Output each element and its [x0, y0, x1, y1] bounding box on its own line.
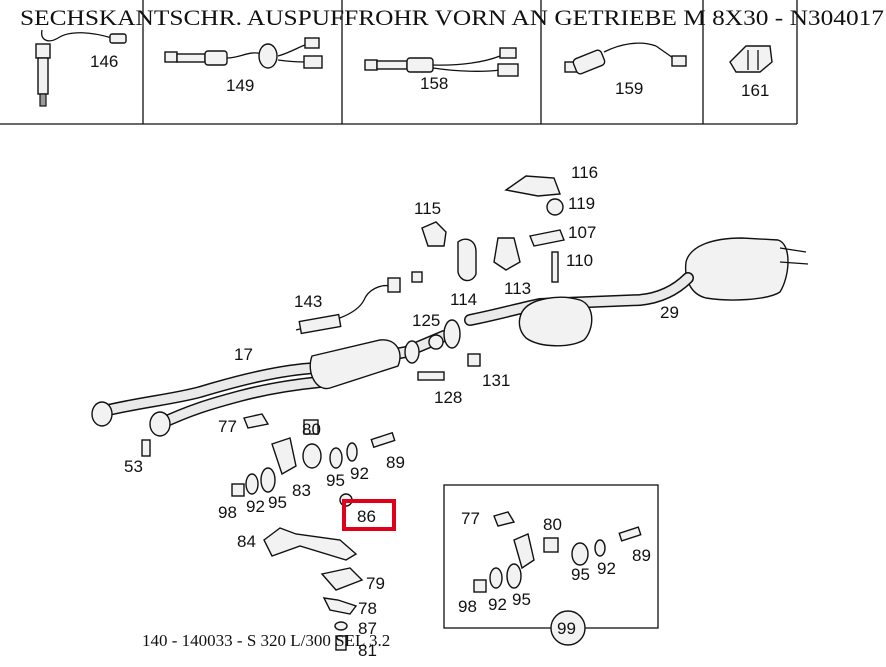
callout-161[interactable]: 161	[741, 81, 769, 100]
inset-callout-89[interactable]: 89	[632, 546, 651, 565]
callout-98[interactable]: 98	[218, 503, 237, 522]
highlight-box-86	[342, 499, 396, 531]
callout-80[interactable]: 80	[302, 420, 321, 439]
callout-146[interactable]: 146	[90, 52, 118, 71]
inset-callout-98[interactable]: 98	[458, 597, 477, 616]
callout-114[interactable]: 114	[450, 290, 477, 309]
inset-detail: 77 80 89 95 92 98 92 95 99	[443, 484, 659, 646]
callout-113[interactable]: 113	[504, 279, 531, 298]
exhaust-system-drawing: 116 119 115 107 110 114 113 143 125 29 1…	[91, 163, 809, 660]
callout-29[interactable]: 29	[660, 303, 679, 322]
part-161-drawing	[729, 45, 773, 73]
part-149-drawing	[164, 37, 323, 69]
callout-87[interactable]: 87	[358, 619, 377, 638]
part-159-drawing	[564, 42, 687, 75]
callout-158[interactable]: 158	[420, 74, 448, 93]
header-parts-strip: 146 149 158 159 161	[0, 0, 798, 125]
part-158-drawing	[364, 47, 519, 77]
callout-95-b[interactable]: 95	[268, 493, 287, 512]
callout-86[interactable]: 86	[357, 507, 376, 526]
part-146-drawing	[35, 29, 127, 107]
inset-reference-circle	[550, 610, 586, 646]
callout-17[interactable]: 17	[234, 345, 253, 364]
inset-callout-92[interactable]: 92	[597, 559, 616, 578]
callout-159[interactable]: 159	[615, 79, 643, 98]
callout-77[interactable]: 77	[218, 417, 237, 436]
callout-81[interactable]: 81	[358, 641, 377, 660]
callout-78[interactable]: 78	[358, 599, 377, 618]
callout-79[interactable]: 79	[366, 574, 385, 593]
callout-83[interactable]: 83	[292, 481, 311, 500]
callout-125[interactable]: 125	[412, 311, 440, 330]
callout-149[interactable]: 149	[226, 76, 254, 95]
callout-143[interactable]: 143	[294, 292, 322, 311]
callout-53[interactable]: 53	[124, 457, 143, 476]
callout-131[interactable]: 131	[482, 371, 510, 390]
model-footer-caption: 140 - 140033 - S 320 L/300 SEL 3.2	[142, 631, 390, 650]
callout-115[interactable]: 115	[414, 199, 441, 218]
inset-callout-95[interactable]: 95	[571, 565, 590, 584]
callout-128[interactable]: 128	[434, 388, 462, 407]
callout-95[interactable]: 95	[326, 471, 345, 490]
callout-116[interactable]: 116	[571, 163, 598, 182]
inset-callout-80[interactable]: 80	[543, 515, 562, 534]
callout-89[interactable]: 89	[386, 453, 405, 472]
inset-callout-77[interactable]: 77	[461, 509, 480, 528]
inset-callout-92-b[interactable]: 92	[488, 595, 507, 614]
callout-92[interactable]: 92	[350, 464, 369, 483]
inset-reference-label[interactable]: 99	[557, 619, 576, 638]
part-description-banner: SECHSKANTSCHR. AUSPUFFROHR VORN AN GETRI…	[20, 5, 884, 30]
inset-callout-95-b[interactable]: 95	[512, 590, 531, 609]
callout-92-b[interactable]: 92	[246, 497, 265, 516]
callout-107[interactable]: 107	[568, 223, 596, 242]
callout-110[interactable]: 110	[566, 251, 593, 270]
callout-119[interactable]: 119	[568, 194, 595, 213]
callout-84[interactable]: 84	[237, 532, 256, 551]
